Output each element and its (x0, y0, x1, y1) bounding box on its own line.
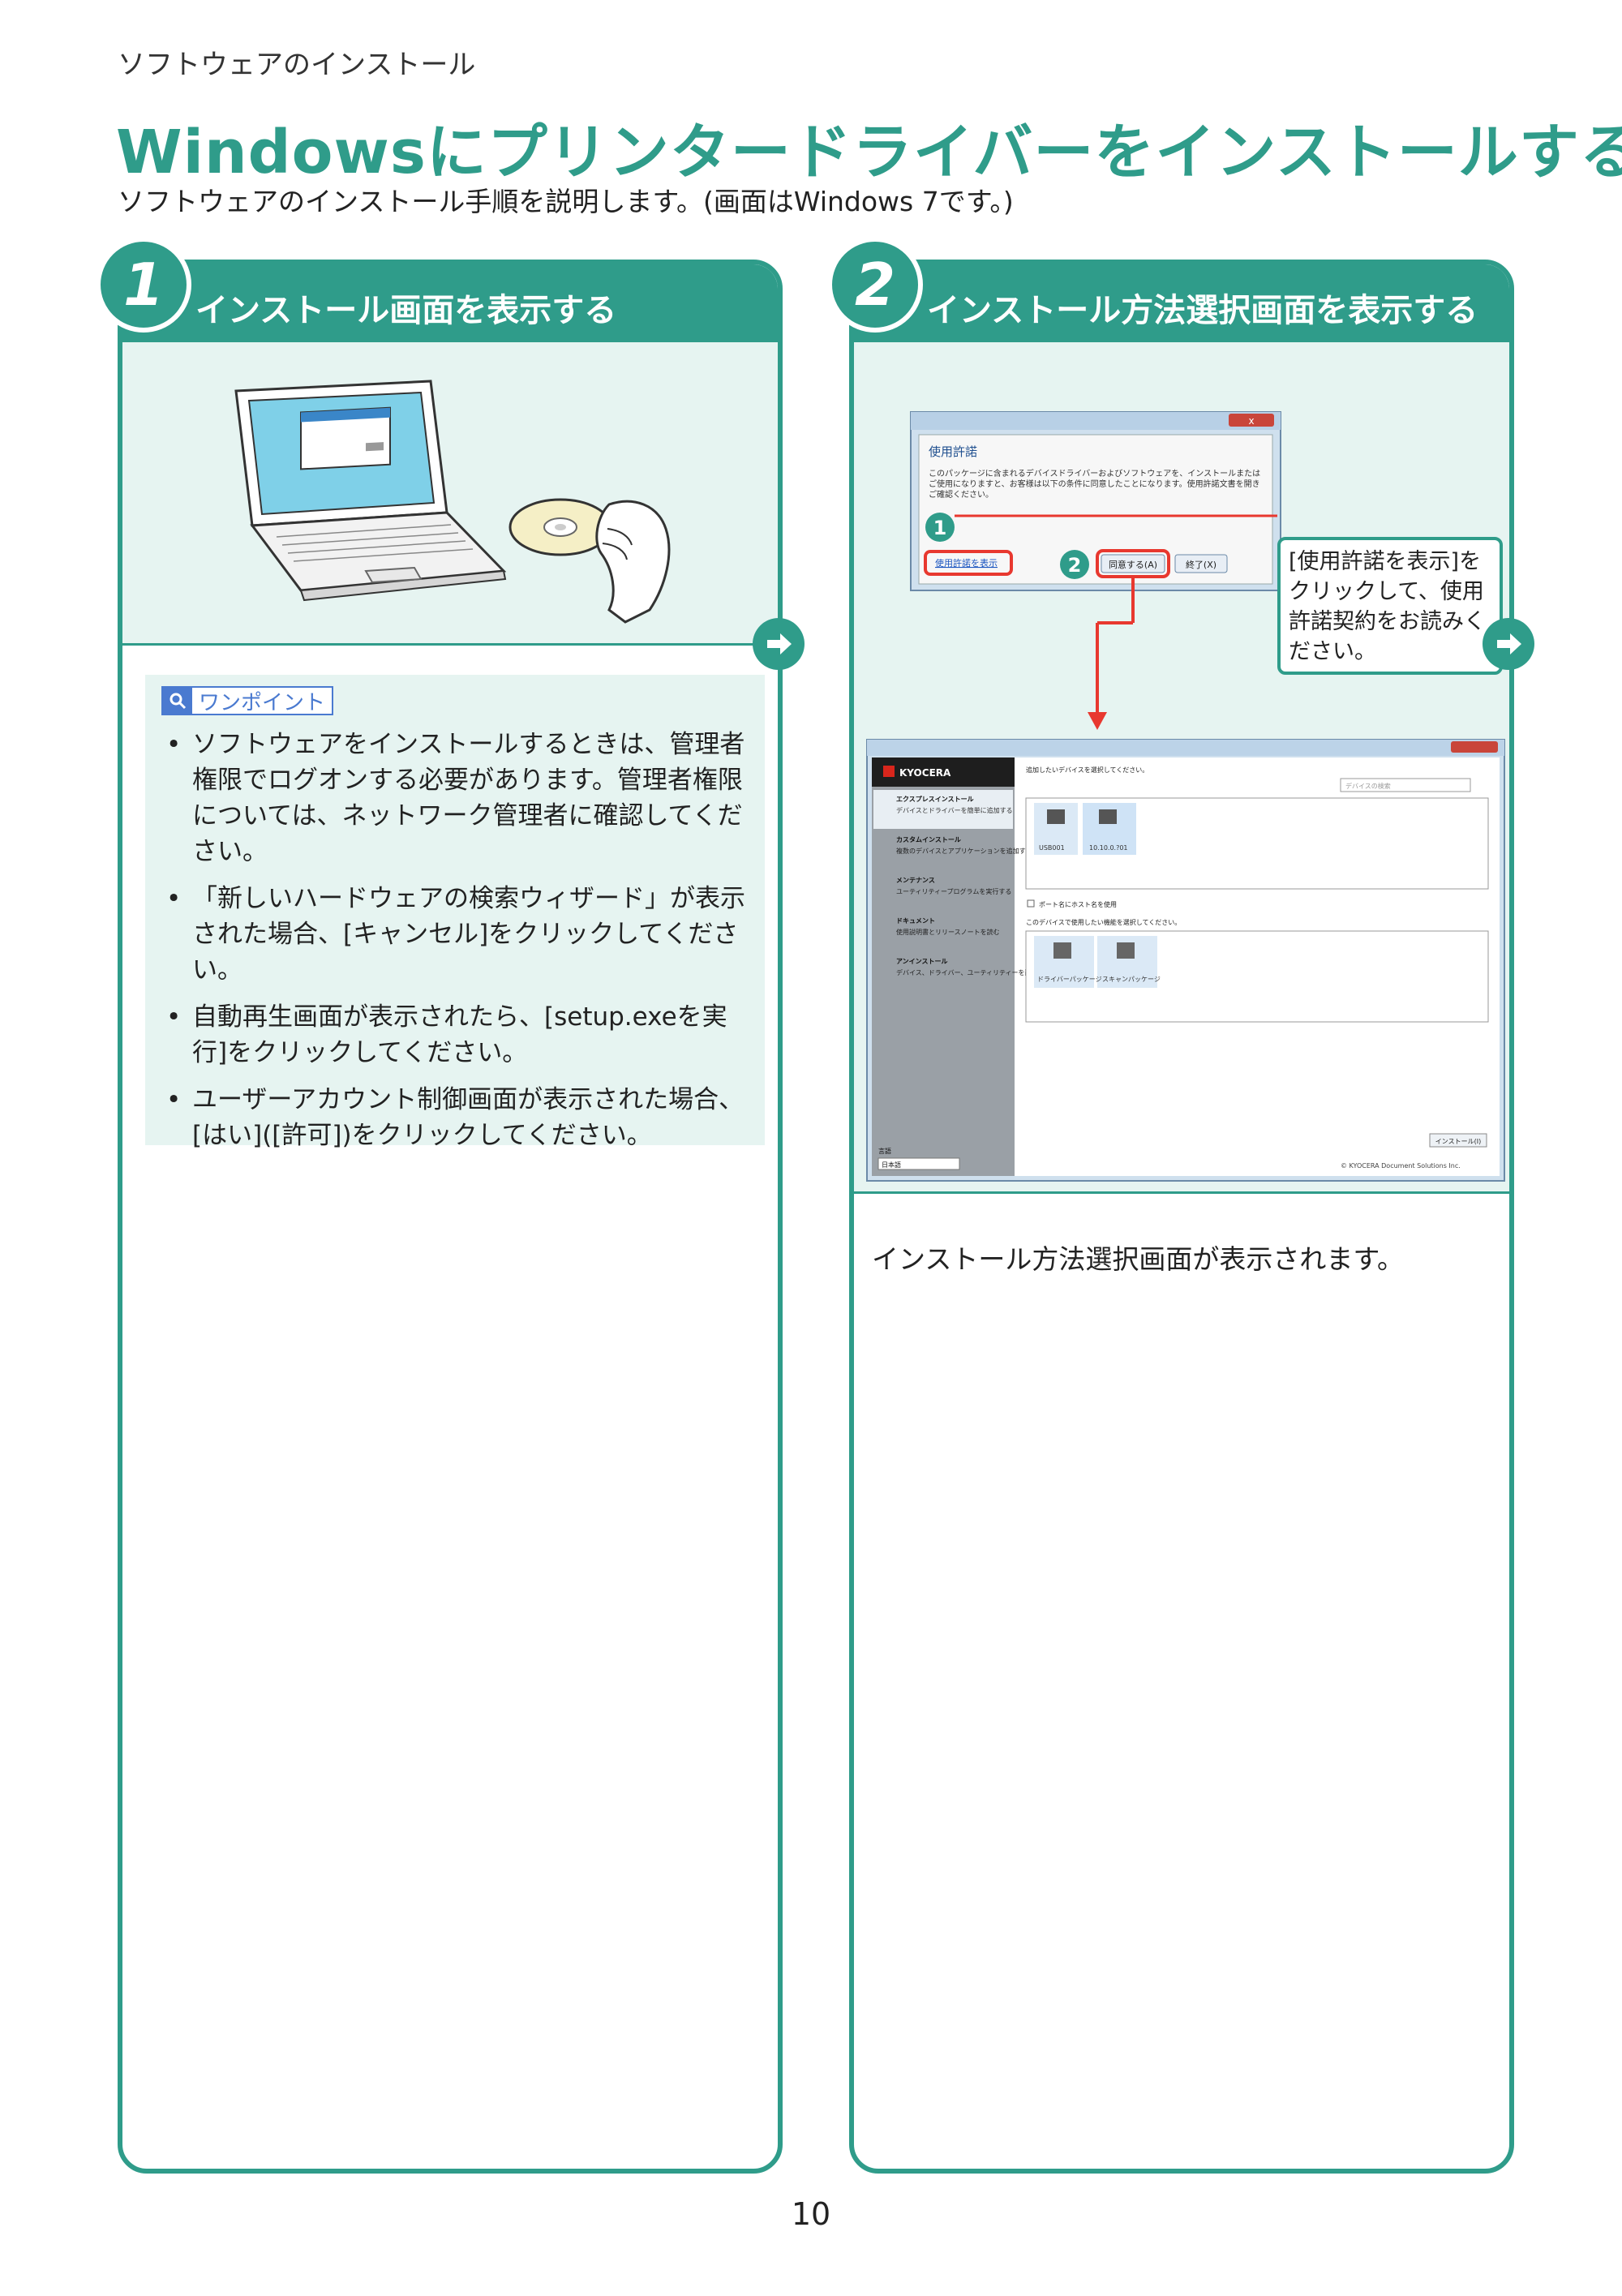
step-2-illustration-area: x 使用許諾 このパッケージに含まれるデバイスドライバーおよびソフトウェアを、イ… (854, 342, 1509, 1194)
license-dialog: x 使用許諾 このパッケージに含まれるデバイスドライバーおよびソフトウェアを、イ… (910, 411, 1281, 591)
tip-list: ソフトウェアをインストールするときは、管理者権限でログオンする必要があります。管… (161, 727, 749, 1153)
menu-express[interactable]: エクスプレスインストール (896, 795, 974, 803)
agree-button[interactable]: 同意する(A) (1109, 559, 1157, 570)
step-2-header: インストール方法選択画面を表示する (854, 264, 1509, 342)
tip-item: ユーザーアカウント制御画面が表示された場合、[はい]([許可])をクリックしてく… (161, 1082, 749, 1153)
exit-button[interactable]: 終了(X) (1186, 559, 1216, 570)
svg-text:このデバイスで使用したい機能を選択してください。: このデバイスで使用したい機能を選択してください。 (1026, 918, 1181, 926)
menu-custom[interactable]: カスタムインストール (896, 835, 961, 843)
step-1-number-badge: 1 (96, 237, 191, 333)
svg-text:複数のデバイスとアプリケーションを追加する: 複数のデバイスとアプリケーションを追加する (896, 847, 1032, 855)
dialog-heading: 使用許諾 (929, 444, 977, 459)
step-1-header: インストール画面を表示する (122, 264, 778, 342)
magnifier-icon (163, 688, 192, 714)
menu-documents[interactable]: ドキュメント (896, 917, 935, 925)
laptop-cd-illustration (234, 380, 671, 624)
step-2-title: インストール方法選択画面を表示する (927, 292, 1478, 329)
installer-window: KYOCERA エクスプレスインストール デバイスとドライバーを簡単に追加する … (866, 739, 1505, 1182)
tip-box: ワンポイント ソフトウェアをインストールするときは、管理者権限でログオンする必要… (145, 675, 765, 1150)
svg-text:デバイス、ドライバー、ユーティリティーを削除する: デバイス、ドライバー、ユーティリティーを削除する (896, 968, 1051, 976)
device-usb: USB001 (1039, 844, 1065, 852)
svg-text:言語: 言語 (878, 1147, 891, 1155)
step-1-panel: インストール画面を表示する (118, 260, 783, 2174)
arrow-right-icon (753, 618, 805, 670)
license-callout: [使用許諾を表示]をクリックして、使用許諾契約をお読みください。 (1277, 537, 1503, 675)
menu-maintenance[interactable]: メンテナンス (896, 877, 935, 884)
menu-uninstall[interactable]: アンインストール (896, 958, 948, 965)
page-title: Windowsにプリンタードライバーをインストールする (116, 118, 1622, 187)
step-2-result: インストール方法選択画面が表示されます。 (872, 1243, 1405, 1275)
package-scan: スキャンパッケージ (1102, 976, 1161, 983)
tip-item: ソフトウェアをインストールするときは、管理者権限でログオンする必要があります。管… (161, 727, 749, 869)
breadcrumb: ソフトウェアのインストール (118, 49, 476, 81)
device-search-input[interactable]: デバイスの検索 (1345, 782, 1391, 790)
device-network: 10.10.0.?01 (1089, 844, 1128, 852)
brand-logo: KYOCERA (899, 767, 951, 779)
step-2-number-badge: 2 (827, 237, 923, 333)
marker-1: 1 (933, 517, 947, 539)
page-number: 10 (791, 2196, 831, 2232)
arrow-right-icon (1483, 618, 1534, 670)
svg-text:ユーティリティープログラムを実行する: ユーティリティープログラムを実行する (896, 887, 1011, 895)
tip-item: 「新しいハードウェアの検索ウィザード」が表示された場合、[キャンセル]をクリック… (161, 881, 749, 988)
flow-arrow (1088, 577, 1135, 730)
svg-text:追加したいデバイスを選択してください。: 追加したいデバイスを選択してください。 (1026, 766, 1148, 774)
tip-label: ワンポイント (199, 690, 326, 715)
step-1-illustration-area (122, 342, 778, 646)
svg-text:x: x (1248, 415, 1254, 427)
svg-text:使用説明書とリリースノートを読む: 使用説明書とリリースノートを読む (896, 928, 1000, 936)
page-subtitle: ソフトウェアのインストール手順を説明します。(画面はWindows 7です。) (118, 186, 1014, 217)
svg-text:© KYOCERA Document Solutions I: © KYOCERA Document Solutions Inc. (1341, 1162, 1461, 1169)
marker-2: 2 (1068, 554, 1082, 577)
step-2-panel: インストール方法選択画面を表示する x 使用許諾 このパッケージに含まれるデバイ… (849, 260, 1514, 2174)
svg-text:ポート名にホスト名を使用: ポート名にホスト名を使用 (1039, 900, 1117, 908)
show-license-link[interactable]: 使用許諾を表示 (935, 557, 998, 569)
language-select[interactable]: 日本語 (882, 1161, 901, 1169)
svg-text:デバイスとドライバーを簡単に追加する: デバイスとドライバーを簡単に追加する (896, 806, 1013, 814)
installer-screenshots: x 使用許諾 このパッケージに含まれるデバイスドライバーおよびソフトウェアを、イ… (866, 411, 1505, 1182)
tip-item: 自動再生画面が表示されたら、[setup.exeを実行]をクリックしてください。 (161, 999, 749, 1071)
step-1-title: インストール画面を表示する (195, 292, 617, 329)
install-button[interactable]: インストール(I) (1435, 1138, 1481, 1145)
package-driver: ドライバーパッケージ (1037, 976, 1102, 983)
tip-tag: ワンポイント (161, 686, 334, 715)
dialog-body: このパッケージに含まれるデバイスドライバーおよびソフトウェアを、インストールまた… (929, 470, 1261, 500)
